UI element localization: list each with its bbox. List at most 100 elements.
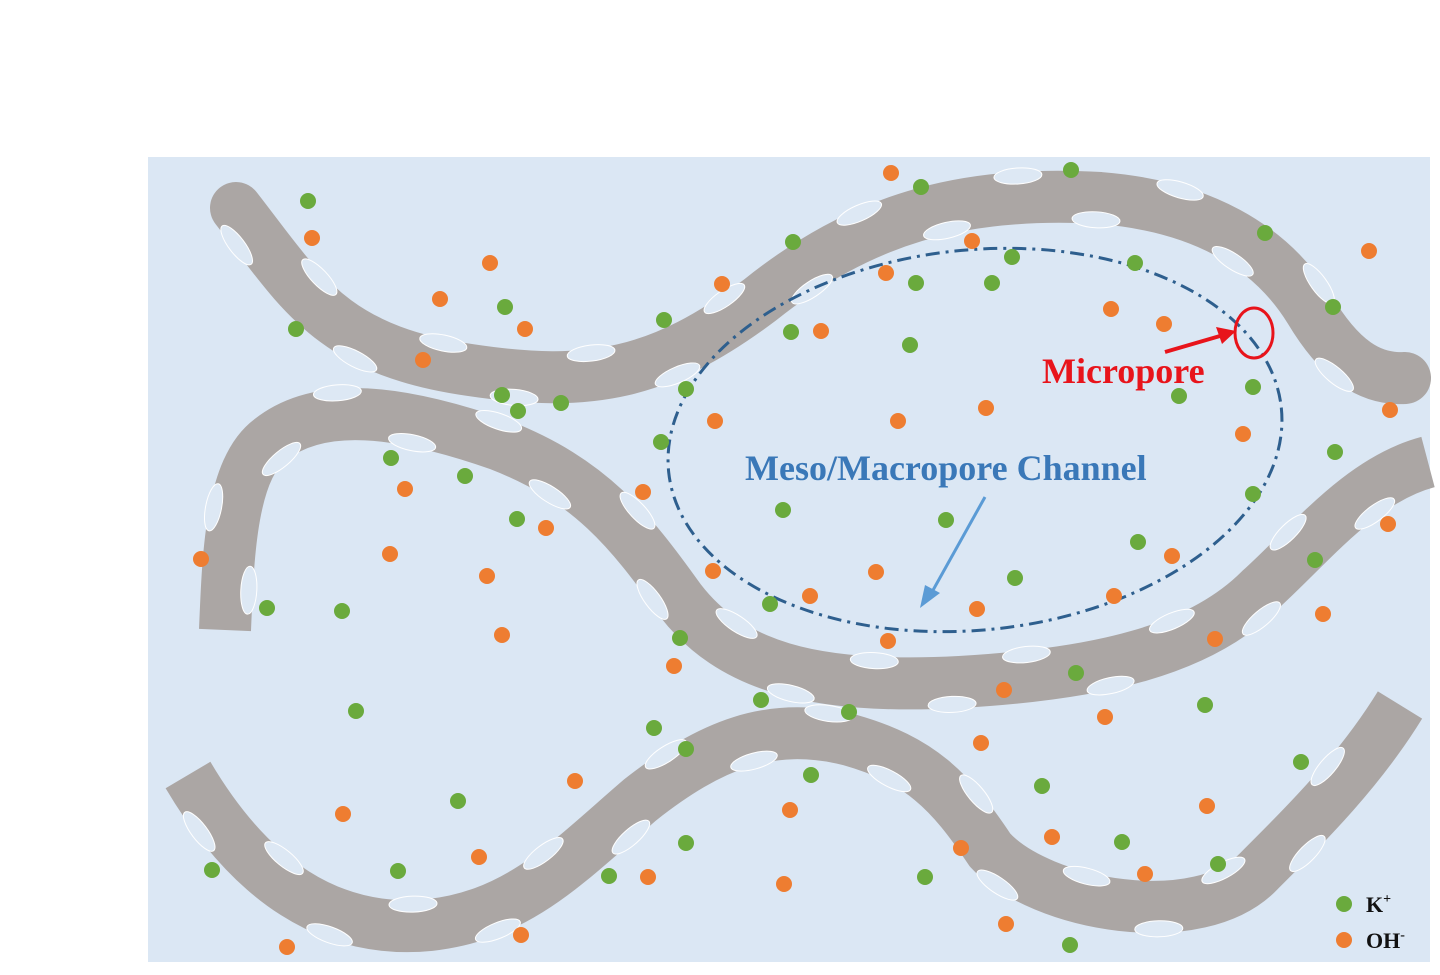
oh-ion xyxy=(1103,301,1119,317)
pore-mark xyxy=(261,441,302,477)
oh-ion xyxy=(193,551,209,567)
k-ion xyxy=(672,630,688,646)
oh-ion xyxy=(714,276,730,292)
electrolyte-ions xyxy=(193,162,1398,955)
oh-ion xyxy=(666,658,682,674)
k-ion xyxy=(678,835,694,851)
k-ion xyxy=(300,193,316,209)
pore-mark xyxy=(301,258,338,296)
oh-ion xyxy=(567,773,583,789)
pore-mark xyxy=(715,608,758,639)
oh-ion xyxy=(1235,426,1251,442)
pore-mark xyxy=(1086,675,1135,696)
channel-arrowhead xyxy=(920,585,940,608)
k-ion xyxy=(553,395,569,411)
pore-mark xyxy=(1310,746,1345,787)
k-ion xyxy=(1068,665,1084,681)
k-ion xyxy=(1007,570,1023,586)
micropore-arrow-line xyxy=(1164,334,1221,354)
k-ion xyxy=(1327,444,1343,460)
pore-mark xyxy=(312,384,362,402)
legend-k-base: K xyxy=(1366,892,1383,917)
oh-ion xyxy=(880,633,896,649)
pore-mark xyxy=(474,918,521,943)
k-ion xyxy=(678,741,694,757)
k-ion xyxy=(204,862,220,878)
k-ion xyxy=(902,337,918,353)
pore-mark xyxy=(611,819,651,855)
pore-mark xyxy=(959,774,994,814)
pore-mark xyxy=(927,695,977,713)
k-ion xyxy=(803,767,819,783)
pore-mark xyxy=(867,764,912,793)
pore-mark xyxy=(1002,645,1051,664)
legend-oh-superscript: - xyxy=(1400,928,1405,943)
pore-mark xyxy=(636,578,669,620)
oh-ion xyxy=(640,869,656,885)
pore-mark xyxy=(1269,513,1307,551)
oh-ion xyxy=(998,916,1014,932)
oh-ion xyxy=(1097,709,1113,725)
oh-ion xyxy=(1199,798,1215,814)
oh-ion xyxy=(776,876,792,892)
pore-mark xyxy=(703,282,746,315)
k-ion xyxy=(383,450,399,466)
legend-oh-swatch xyxy=(1336,932,1352,948)
k-ion xyxy=(1257,225,1273,241)
oh-ion xyxy=(517,321,533,337)
k-ion xyxy=(656,312,672,328)
pore-mark xyxy=(791,273,833,305)
pore-mark xyxy=(1314,357,1354,392)
k-ion xyxy=(390,863,406,879)
k-ion xyxy=(762,596,778,612)
k-ion xyxy=(334,603,350,619)
pore-mark xyxy=(332,345,378,373)
oh-ion xyxy=(878,265,894,281)
oh-ion xyxy=(1137,866,1153,882)
oh-ion xyxy=(1315,606,1331,622)
oh-ion xyxy=(996,682,1012,698)
k-ion xyxy=(1293,754,1309,770)
pore-mark xyxy=(619,491,656,530)
pore-mark xyxy=(1241,601,1281,636)
oh-ion xyxy=(279,939,295,955)
pore-mark xyxy=(523,837,564,870)
k-ion xyxy=(938,512,954,528)
oh-ion xyxy=(1156,316,1172,332)
pore-mark xyxy=(388,432,437,453)
k-ion xyxy=(646,720,662,736)
pore-mark xyxy=(1071,211,1121,229)
pore-mark xyxy=(1062,865,1111,887)
legend: K+ OH- xyxy=(1336,892,1405,953)
pore-mark xyxy=(388,895,438,913)
legend-k-swatch xyxy=(1336,896,1352,912)
pore-mark xyxy=(1211,245,1254,277)
k-ion xyxy=(785,234,801,250)
oh-ion xyxy=(782,802,798,818)
legend-oh-base: OH xyxy=(1366,928,1400,953)
pore-mark xyxy=(182,811,216,852)
oh-ion xyxy=(969,601,985,617)
pore-mark xyxy=(528,479,572,510)
pore-mark xyxy=(923,220,971,241)
channel-arrow-line xyxy=(930,496,987,593)
oh-ion xyxy=(1044,829,1060,845)
k-ion xyxy=(1210,856,1226,872)
k-ion xyxy=(1197,697,1213,713)
k-ion xyxy=(678,381,694,397)
oh-ion xyxy=(1382,402,1398,418)
k-ion xyxy=(1004,249,1020,265)
pore-mark xyxy=(264,841,304,876)
k-ion xyxy=(653,434,669,450)
micropore-label: Micropore xyxy=(1042,351,1205,391)
oh-ion xyxy=(513,927,529,943)
k-ion xyxy=(1171,388,1187,404)
oh-ion xyxy=(479,568,495,584)
pore-mark xyxy=(566,344,616,363)
oh-ion xyxy=(978,400,994,416)
carbon-fiber-2 xyxy=(199,388,1436,710)
k-ion xyxy=(917,869,933,885)
pore-mark xyxy=(1289,834,1326,873)
k-ion xyxy=(259,600,275,616)
oh-ion xyxy=(397,481,413,497)
